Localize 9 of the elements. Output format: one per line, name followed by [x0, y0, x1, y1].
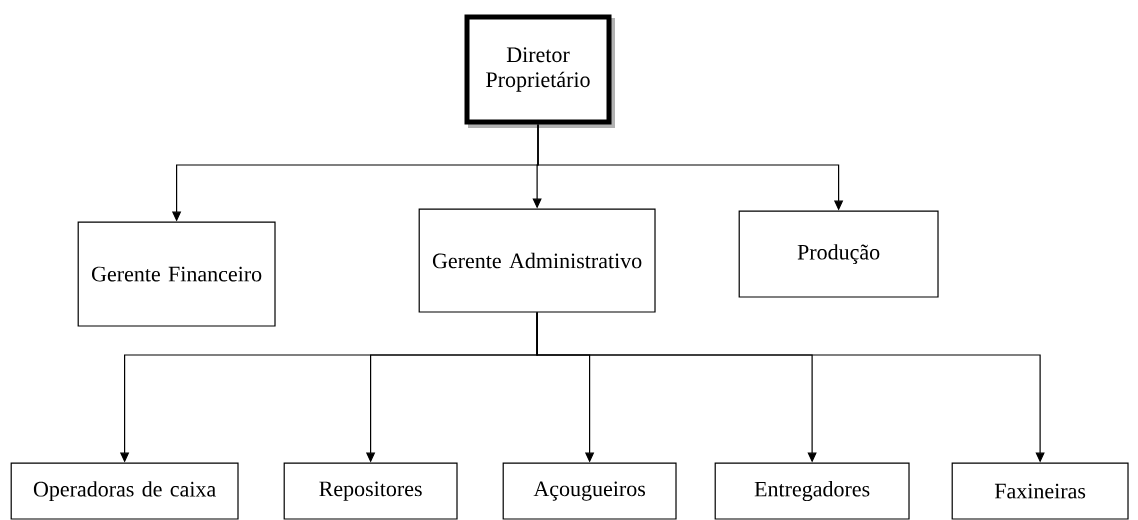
org-box: Gerente Financeiro — [77, 221, 276, 327]
org-box: Produção — [738, 210, 939, 298]
org-box: Operadoras de caixa — [10, 462, 239, 520]
title-box: Diretor Proprietário — [464, 14, 615, 128]
org-box: Faxineiras — [951, 462, 1129, 520]
org-box: Repositores — [283, 462, 458, 520]
org-box: Gerente Administrativo — [418, 208, 656, 313]
org-box: Entregadores — [714, 462, 910, 520]
org-box: Açougueiros — [502, 462, 677, 520]
